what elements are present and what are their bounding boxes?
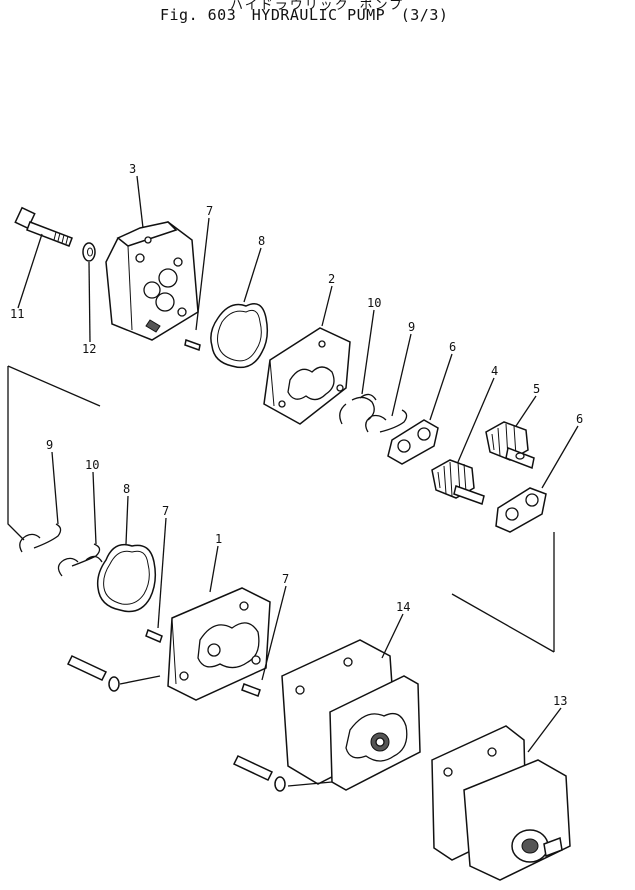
part-7-dowel-pin-middle bbox=[145, 628, 163, 644]
callout-3: 3 bbox=[129, 162, 136, 176]
sheet-indicator: (3/3) bbox=[400, 6, 449, 24]
figure-number: Fig. 603 bbox=[160, 6, 237, 24]
figure-name: HYDRAULIC PUMP bbox=[251, 6, 386, 24]
bolt-pump-body bbox=[232, 755, 286, 792]
callout-8: 8 bbox=[123, 482, 130, 496]
part-10-seal-upper bbox=[339, 393, 377, 425]
part-9-seal-lower bbox=[19, 523, 62, 553]
figure-title: Fig. 603 HYDRAULIC PUMP (3/3) bbox=[160, 6, 454, 24]
part-10-seal-lower bbox=[57, 543, 103, 577]
part-4-drive-gear bbox=[431, 459, 485, 505]
callout-7: 7 bbox=[282, 572, 289, 586]
part-8-gasket-upper bbox=[210, 303, 269, 369]
callout-9: 9 bbox=[408, 320, 415, 334]
part-5-driven-gear bbox=[485, 421, 535, 470]
part-2-side-plate bbox=[263, 327, 351, 425]
callout-2: 2 bbox=[328, 272, 335, 286]
callout-8: 8 bbox=[258, 234, 265, 248]
callout-10: 10 bbox=[367, 296, 381, 310]
part-1-front-plate bbox=[167, 587, 271, 701]
callout-7: 7 bbox=[162, 504, 169, 518]
callout-4: 4 bbox=[491, 364, 498, 378]
part-9-seal-upper bbox=[365, 409, 408, 433]
callout-14: 14 bbox=[396, 600, 410, 614]
callout-5: 5 bbox=[533, 382, 540, 396]
part-8-gasket-lower bbox=[96, 543, 157, 613]
part-12-washer bbox=[82, 242, 96, 262]
part-6-bushing-upper bbox=[387, 419, 439, 465]
part-7-dowel-pin-lower bbox=[241, 683, 261, 697]
part-13-pump-assembly bbox=[431, 725, 571, 881]
part-6-bushing-lower bbox=[495, 487, 547, 533]
callout-6: 6 bbox=[576, 412, 583, 426]
part-3-rear-cover bbox=[105, 221, 199, 341]
part-14-pump-body bbox=[281, 639, 421, 791]
callout-10: 10 bbox=[85, 458, 99, 472]
part-11-bolt bbox=[14, 206, 73, 247]
callout-7: 7 bbox=[206, 204, 213, 218]
callout-9: 9 bbox=[46, 438, 53, 452]
part-7-dowel-pin-upper bbox=[184, 339, 201, 351]
leader-lines bbox=[7, 175, 579, 787]
bolt-front-left bbox=[66, 655, 120, 692]
callout-11: 11 bbox=[10, 307, 24, 321]
cut-off-top-text: ハイドラウリック ポンプ bbox=[230, 0, 405, 13]
callout-12: 12 bbox=[82, 342, 96, 356]
callout-6: 6 bbox=[449, 340, 456, 354]
callout-labels: 3 7 8 2 10 9 6 4 5 6 11 12 9 10 8 7 1 7 … bbox=[10, 162, 583, 708]
callout-1: 1 bbox=[215, 532, 222, 546]
callout-13: 13 bbox=[553, 694, 567, 708]
